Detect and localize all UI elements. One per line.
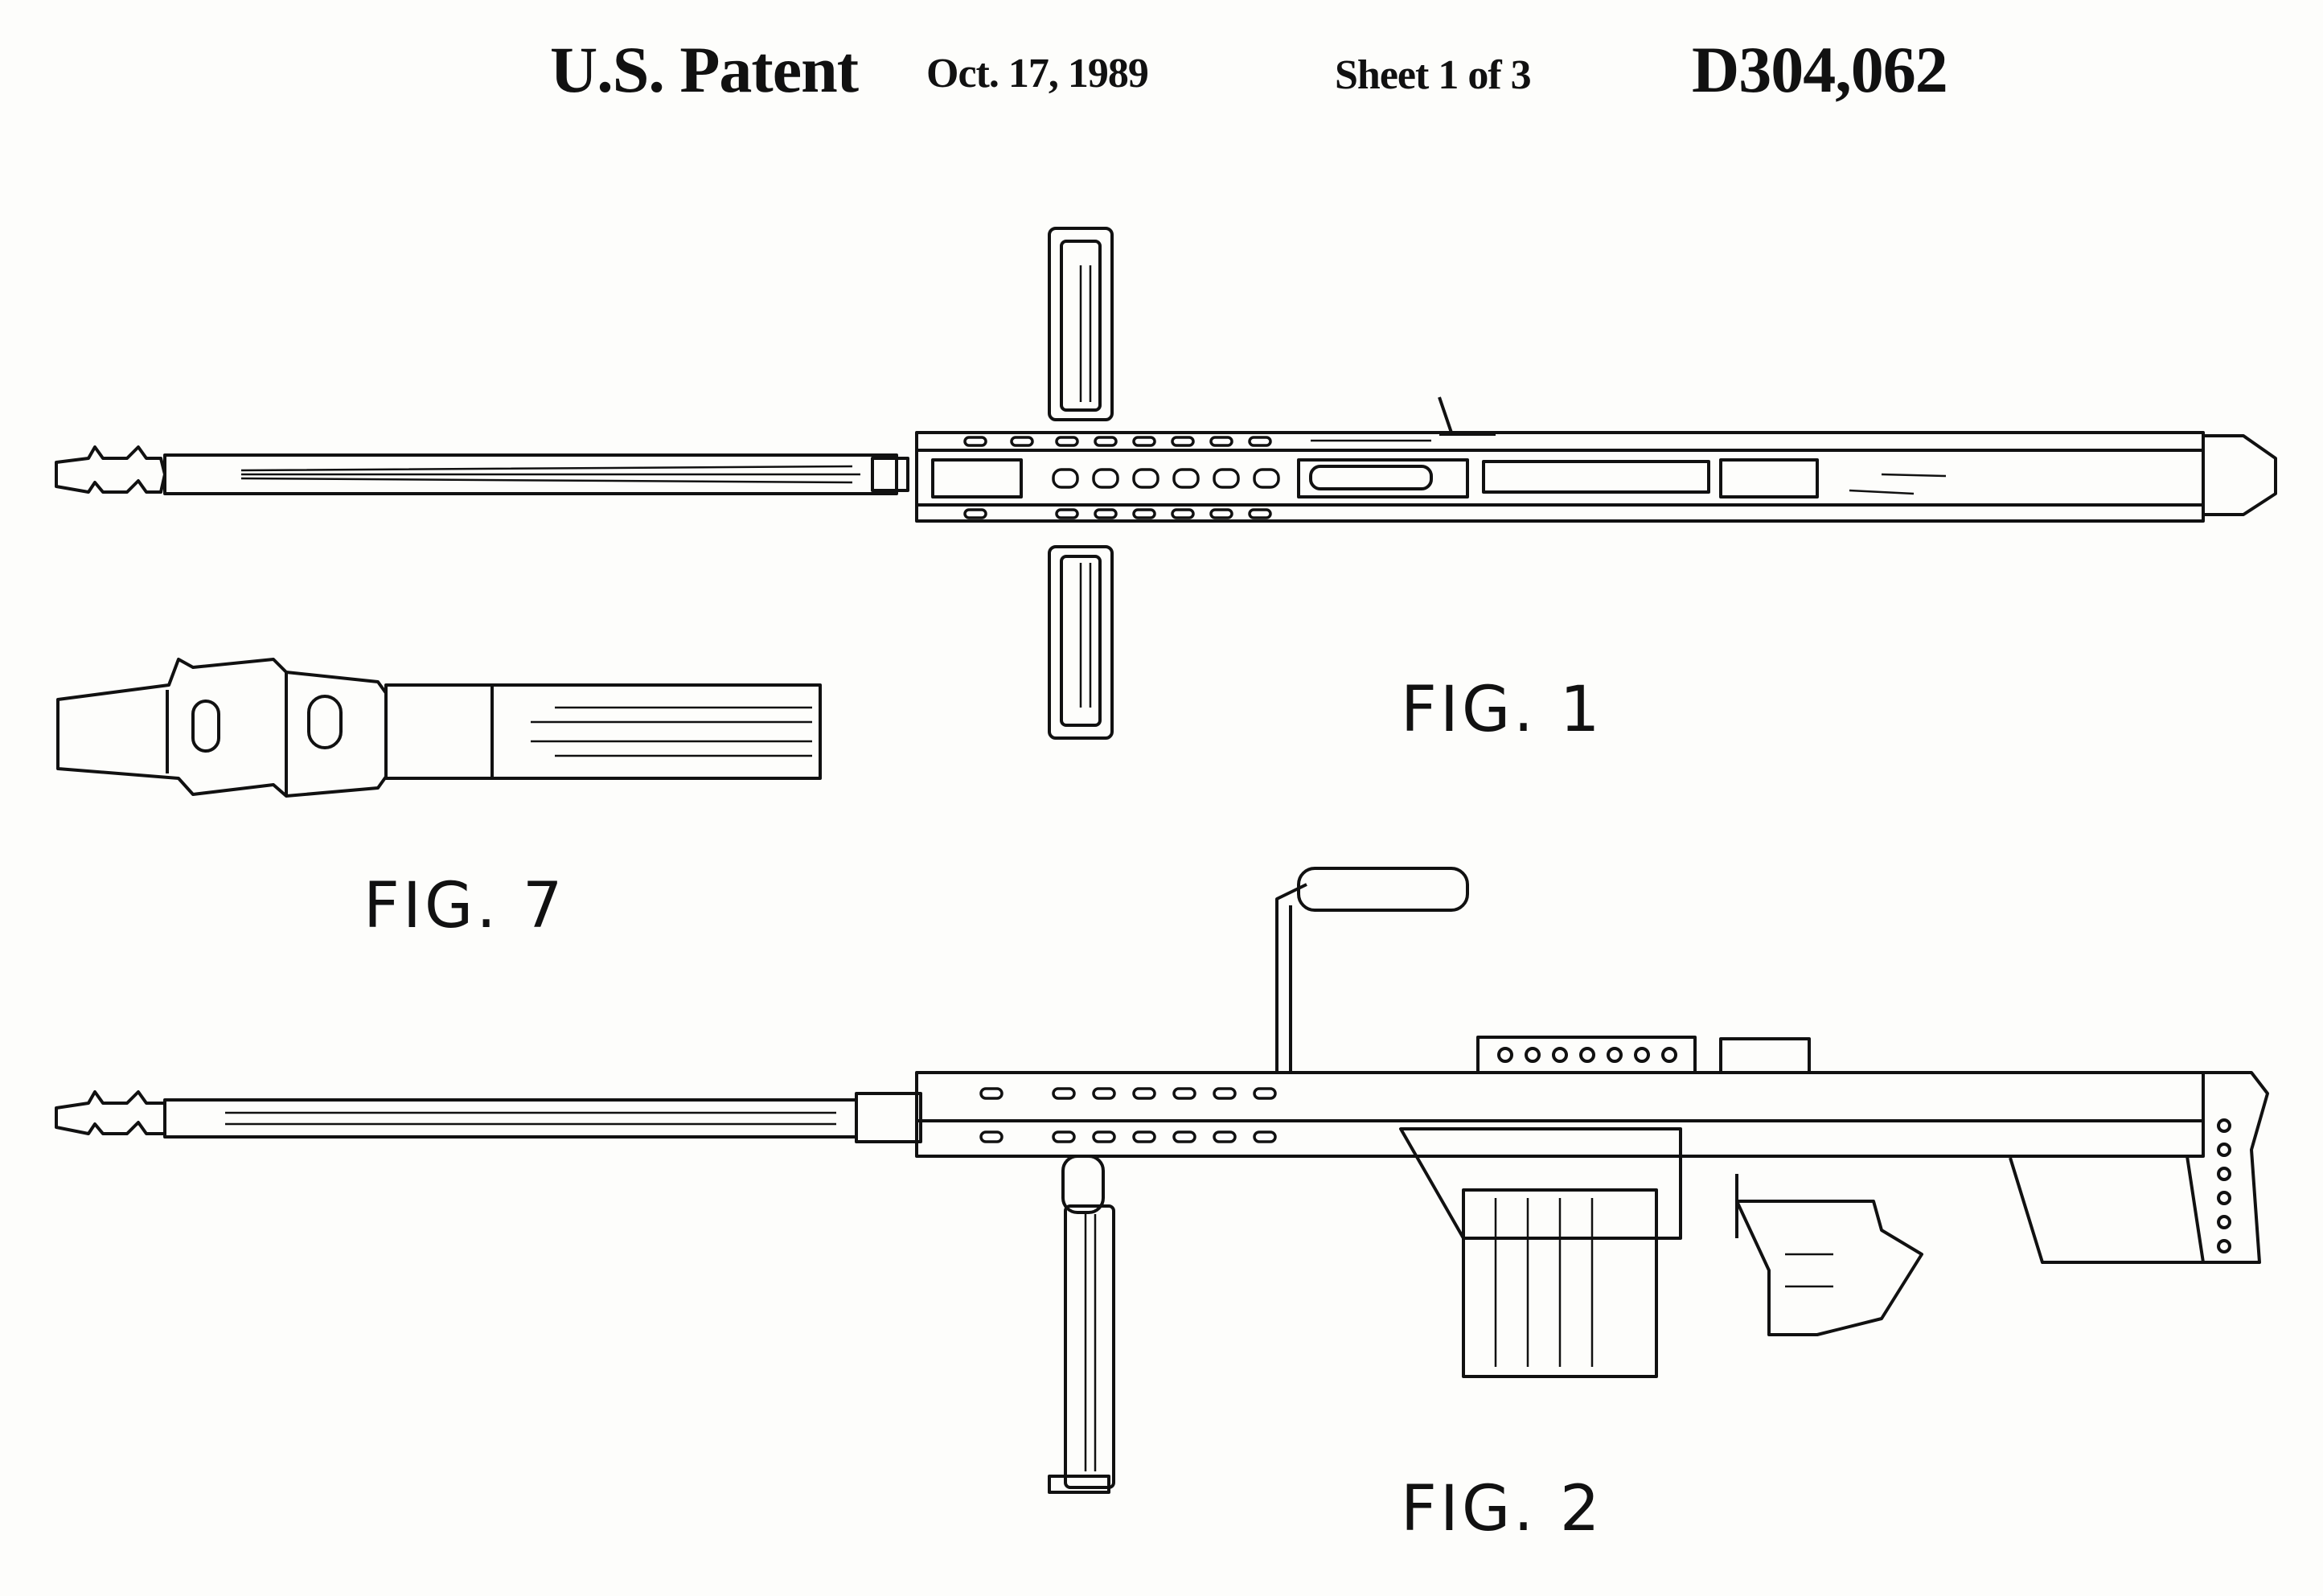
fig1-top-view-drawing <box>56 228 2276 738</box>
fig2-label: FIG. 2 <box>1401 1473 1603 1545</box>
fig7-muzzle-detail-drawing <box>58 659 820 796</box>
fig1-label: FIG. 1 <box>1401 674 1603 746</box>
fig7-label: FIG. 7 <box>363 870 566 942</box>
fig2-side-view-drawing <box>56 868 2268 1492</box>
